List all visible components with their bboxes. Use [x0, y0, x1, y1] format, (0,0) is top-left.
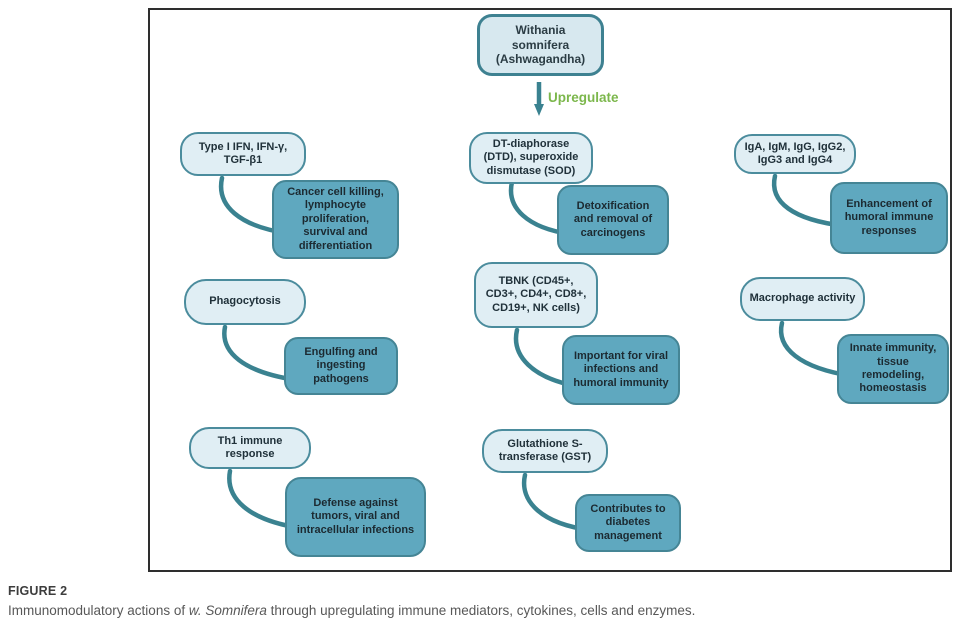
diagram-frame: Withania somnifera (Ashwagandha) Upregul…	[148, 8, 952, 572]
root-node-withania: Withania somnifera (Ashwagandha)	[477, 14, 604, 76]
source-node-glutathione-gst: Glutathione S-transferase (GST)	[482, 429, 608, 473]
caption-text-italic: w. Somnifera	[188, 603, 267, 618]
effect-node-humoral-immune-responses: Enhancement of humoral immune responses	[830, 182, 948, 254]
source-node-dt-diaphorase-sod: DT-diaphorase (DTD), superoxide dismutas…	[469, 132, 593, 185]
source-node-immunoglobulins: IgA, IgM, IgG, IgG2, IgG3 and IgG4	[734, 134, 856, 174]
effect-node-diabetes-management: Contributes to diabetes management	[575, 494, 681, 552]
figure-caption-label: FIGURE 2	[8, 584, 68, 598]
effect-node-viral-humoral-immunity: Important for viral infections and humor…	[562, 335, 680, 405]
caption-text-prefix: Immunomodulatory actions of	[8, 603, 189, 618]
source-node-tbnk-cells: TBNK (CD45+, CD3+, CD4+, CD8+, CD19+, NK…	[474, 262, 598, 328]
effect-node-cancer-cell-killing: Cancer cell killing, lymphocyte prolifer…	[272, 180, 399, 260]
upregulate-label: Upregulate	[548, 90, 619, 105]
effect-node-defense-against-tumors: Defense against tumors, viral and intrac…	[285, 477, 426, 557]
source-node-th1-immune-response: Th1 immune response	[189, 427, 311, 469]
effect-node-innate-immunity-homeostasis: Innate immunity, tissue remodeling, home…	[837, 334, 949, 404]
effect-node-engulfing-pathogens: Engulfing and ingesting pathogens	[284, 337, 398, 395]
source-node-type-i-ifn: Type I IFN, IFN-γ, TGF-β1	[180, 132, 306, 176]
source-node-macrophage-activity: Macrophage activity	[740, 277, 865, 321]
figure-caption-text: Immunomodulatory actions of w. Somnifera…	[8, 603, 952, 618]
figure-caption: FIGURE 2 Immunomodulatory actions of w. …	[8, 584, 952, 618]
caption-text-suffix: through upregulating immune mediators, c…	[266, 603, 696, 618]
effect-node-detoxification-carcinogens: Detoxification and removal of carcinogen…	[557, 185, 669, 255]
source-node-phagocytosis: Phagocytosis	[184, 279, 306, 325]
